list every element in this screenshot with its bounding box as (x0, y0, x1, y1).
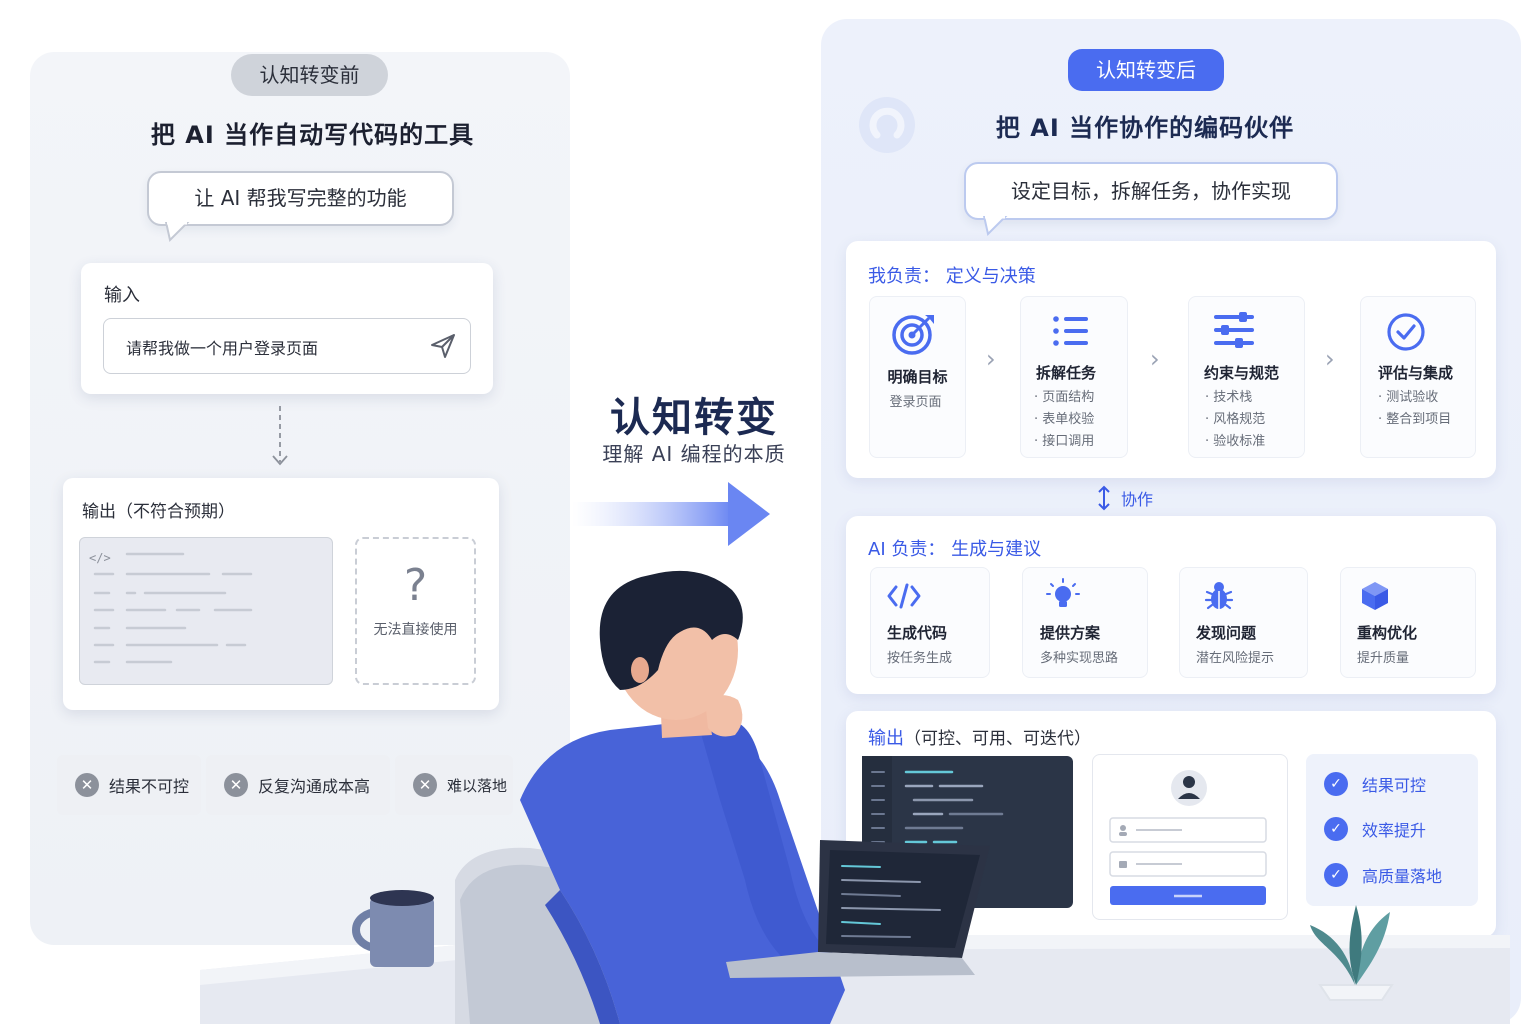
result-benefit: ✓ 高质量落地 (1324, 863, 1442, 887)
up-down-arrow-icon (1098, 485, 1110, 511)
problem-label: 难以落地 (447, 776, 508, 795)
ai-responsibility-title: AI 负责： 生成与建议 (868, 539, 1042, 560)
unusable-output-box (355, 537, 476, 685)
check-icon: ✓ (1324, 863, 1348, 887)
problem-tag: ✕ 难以落地 (395, 755, 513, 815)
step-bullet: · 风格规范 (1205, 412, 1266, 427)
ai-task-title: 重构优化 (1357, 624, 1418, 642)
result-benefit-label: 高质量落地 (1362, 867, 1443, 886)
result-benefit: ✓ 结果可控 (1324, 772, 1426, 796)
step-bullet: · 页面结构 (1034, 390, 1095, 405)
chevron-right-icon: › (1325, 345, 1335, 373)
step-card (1188, 296, 1305, 458)
problem-label: 结果不可控 (109, 777, 190, 796)
step-title: 明确目标 (887, 368, 948, 386)
bubble-tail (982, 216, 1008, 236)
step-card (1360, 296, 1476, 458)
chevron-right-icon: › (1150, 345, 1160, 373)
collaboration-indicator: 协作 (1097, 485, 1153, 511)
right-arrow-icon (572, 482, 770, 546)
result-output-title: 输出（可控、可用、可迭代） (868, 728, 1091, 749)
code-lines-graphic (862, 756, 1004, 908)
step-card (1020, 296, 1128, 458)
question-mark-icon: ? (403, 560, 428, 611)
result-benefit: ✓ 效率提升 (1324, 817, 1426, 841)
faint-logo-icon (859, 97, 915, 153)
step-bullet: · 表单校验 (1034, 412, 1095, 427)
collaboration-label: 协作 (1121, 490, 1154, 509)
ai-task-title: 生成代码 (887, 624, 948, 642)
step-subtitle: 登录页面 (889, 395, 942, 410)
x-circle-icon: ✕ (75, 773, 99, 797)
code-preview (79, 537, 333, 685)
dashed-down-arrow-icon (272, 406, 288, 466)
check-icon: ✓ (1324, 772, 1348, 796)
ai-task-card (1179, 567, 1308, 678)
ai-task-title: 提供方案 (1040, 624, 1101, 642)
step-bullet: · 接口调用 (1034, 434, 1095, 449)
ai-task-subtitle: 提升质量 (1357, 651, 1410, 666)
step-card (869, 296, 966, 458)
shift-title: 认知转变 (610, 395, 778, 441)
code-lines-graphic: </> (89, 551, 253, 664)
ai-task-card (870, 567, 990, 678)
output-label: 输出（不符合预期） (82, 502, 235, 522)
list-icon (1053, 316, 1088, 346)
input-label: 输入 (104, 285, 140, 306)
ai-task-title: 发现问题 (1196, 624, 1257, 642)
shift-subtitle: 理解 AI 编程的本质 (602, 442, 786, 466)
check-circle-icon (1387, 313, 1425, 351)
send-icon[interactable] (428, 332, 458, 360)
prompt-input-text: 请帮我做一个用户登录页面 (126, 339, 319, 358)
bug-icon (1204, 582, 1234, 610)
step-title: 拆解任务 (1036, 364, 1097, 382)
before-speech-bubble: 让 AI 帮我写完整的功能 (147, 171, 454, 226)
problem-label: 反复沟通成本高 (258, 777, 371, 796)
ai-task-subtitle: 潜在风险提示 (1196, 651, 1275, 666)
step-bullet: · 技术栈 (1205, 390, 1253, 405)
cube-icon (1362, 582, 1388, 610)
x-circle-icon: ✕ (224, 773, 248, 797)
ai-task-card (1340, 567, 1476, 678)
ai-task-subtitle: 按任务生成 (887, 651, 953, 666)
after-tag: 认知转变后 (1068, 49, 1224, 91)
before-tag: 认知转变前 (231, 54, 388, 96)
step-title: 评估与集成 (1378, 364, 1454, 382)
chevron-right-icon: › (986, 345, 996, 373)
ai-task-card (1022, 567, 1148, 678)
lightbulb-icon (1046, 578, 1080, 607)
ai-task-subtitle: 多种实现思路 (1040, 651, 1119, 666)
check-icon: ✓ (1324, 817, 1348, 841)
result-benefit-label: 效率提升 (1362, 821, 1427, 840)
code-icon (887, 583, 921, 609)
after-title: 把 AI 当作协作的编码伙伴 (995, 114, 1295, 142)
step-bullet: · 验收标准 (1205, 434, 1266, 449)
x-circle-icon: ✕ (413, 773, 437, 797)
after-speech-bubble: 设定目标，拆解任务，协作实现 (964, 162, 1338, 220)
step-bullet: · 测试验收 (1378, 390, 1439, 405)
step-bullet: · 整合到项目 (1378, 412, 1452, 427)
result-benefit-label: 结果可控 (1362, 776, 1427, 795)
problem-tag: ✕ 结果不可控 (57, 755, 201, 815)
bubble-tail (164, 222, 190, 242)
step-title: 约束与规范 (1204, 364, 1280, 382)
sliders-icon (1214, 312, 1254, 348)
svg-text:</>: </> (89, 551, 111, 565)
problem-tag: ✕ 反复沟通成本高 (206, 755, 390, 815)
login-form-graphic (1109, 770, 1267, 905)
target-icon (892, 315, 934, 355)
prompt-input[interactable] (103, 318, 471, 374)
unusable-output-label: 无法直接使用 (373, 622, 458, 638)
my-responsibility-title: 我负责： 定义与决策 (868, 266, 1036, 287)
before-title: 把 AI 当作自动写代码的工具 (150, 121, 475, 149)
